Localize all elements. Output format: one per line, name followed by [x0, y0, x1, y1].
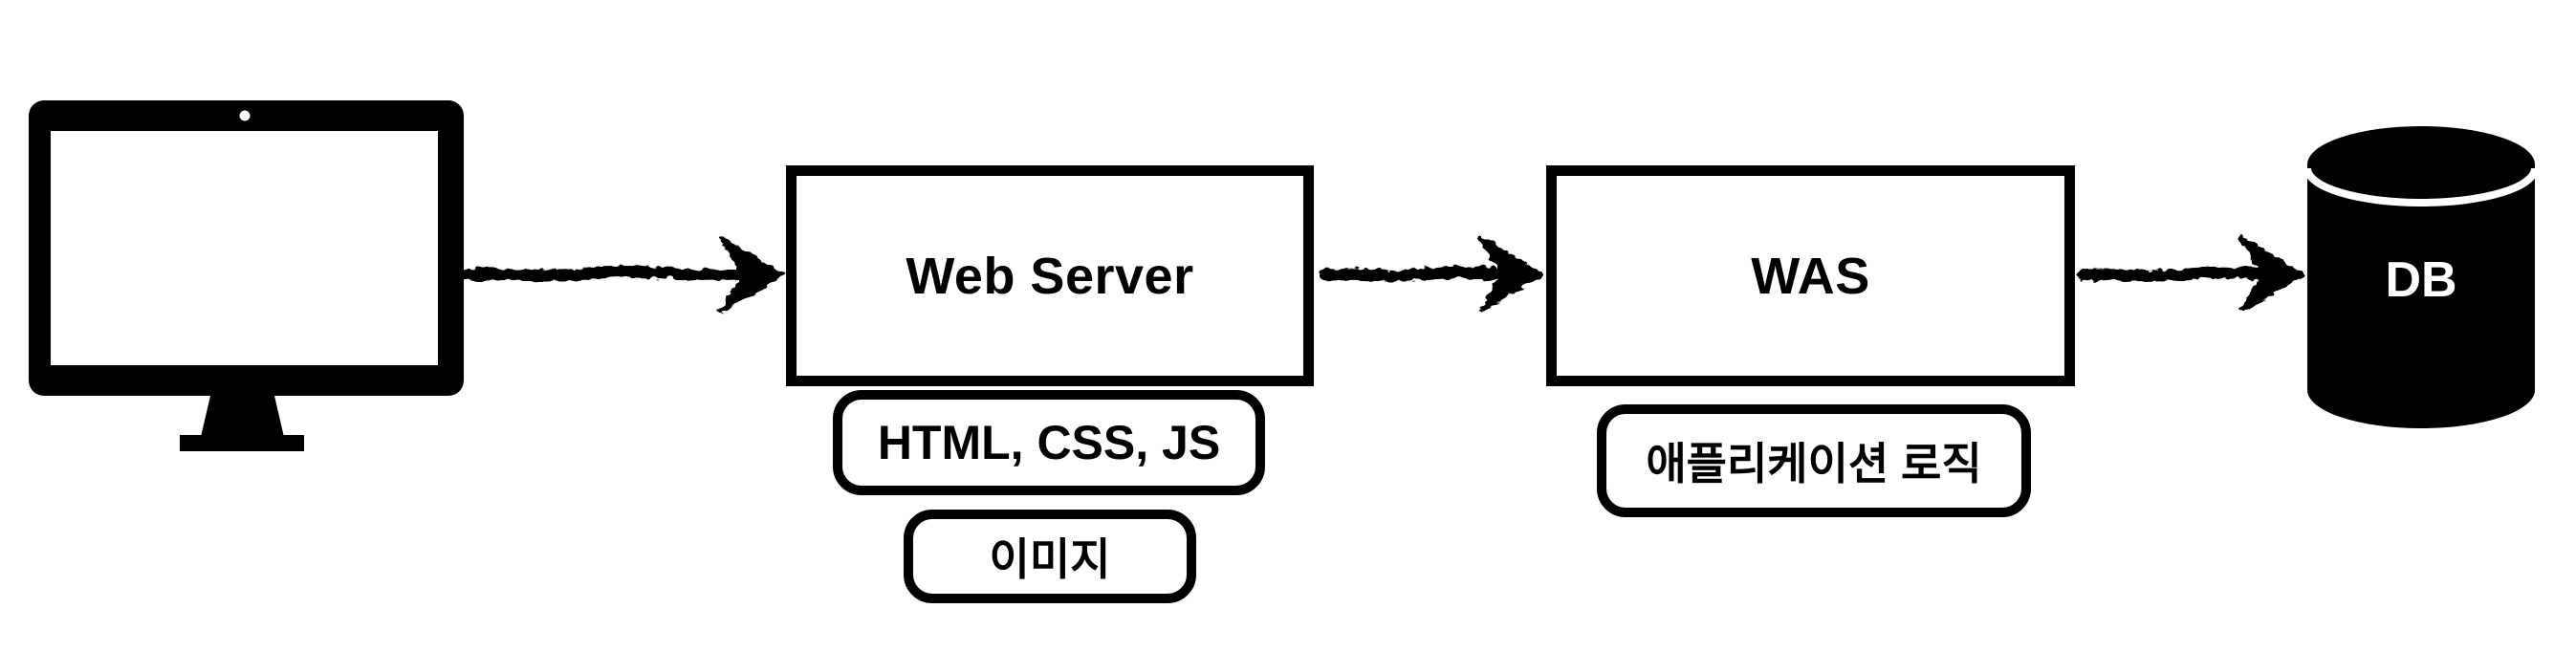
desktop-monitor-icon [29, 100, 464, 451]
was-label: WAS [1751, 247, 1870, 305]
database-cylinder-icon: DB [2303, 126, 2539, 428]
arrow-webserver-to-was-icon [1320, 236, 1543, 313]
application-logic-text: 애플리케이션 로직 [1646, 439, 1982, 489]
image-text: 이미지 [989, 534, 1111, 584]
arrow-client-to-webserver-icon [459, 236, 784, 313]
db-label: DB [2385, 252, 2456, 308]
label-html-css-js: HTML, CSS, JS [833, 390, 1265, 495]
was-box: WAS [1546, 165, 2075, 386]
label-application-logic: 애플리케이션 로직 [1597, 404, 2031, 517]
web-server-label: Web Server [906, 247, 1194, 305]
html-css-js-text: HTML, CSS, JS [877, 416, 1221, 469]
web-server-box: Web Server [786, 165, 1314, 386]
label-image: 이미지 [904, 510, 1196, 603]
arrow-was-to-db-icon [2077, 236, 2304, 313]
